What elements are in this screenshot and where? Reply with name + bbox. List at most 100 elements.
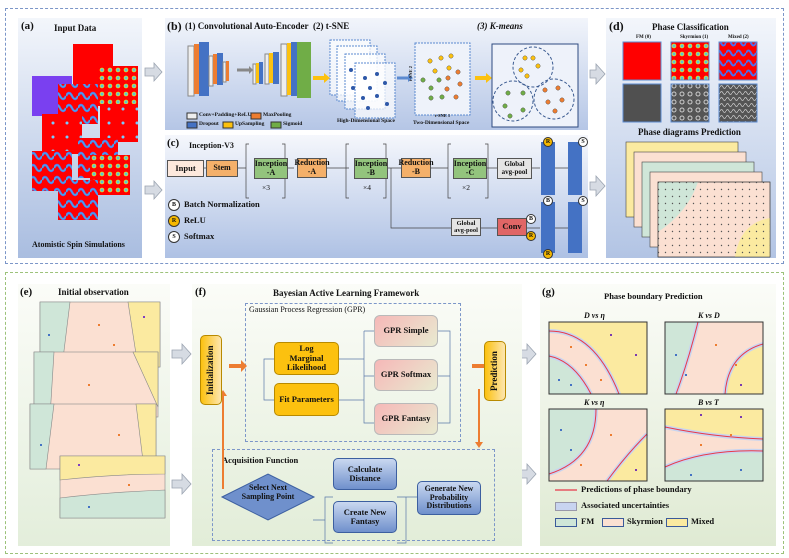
gpr-softmax-block: GPR Softmax — [374, 359, 438, 391]
legend-s-icon: S — [168, 231, 180, 243]
softmax-marker: S — [578, 137, 588, 147]
legend-dropout: Dropout — [199, 121, 219, 127]
panel-a: (a) Input Data Atomistic Spin Simulation… — [18, 18, 142, 258]
acquisition-group — [212, 449, 495, 541]
legend-skyrmion: Skyrmion — [627, 516, 663, 526]
legend-uncertainty-swatch — [555, 502, 577, 511]
panel-label: (a) — [21, 20, 34, 32]
block-reduction-a: Reduction -A — [294, 158, 330, 178]
class-fm: FM (0) — [636, 35, 651, 40]
panel-label: (f) — [195, 286, 206, 298]
axis-y-label: t-SNE 2 — [408, 66, 413, 82]
legend-fm-swatch — [555, 518, 577, 527]
repeat-x3: ×3 — [262, 183, 270, 192]
legend-maxpool: MaxPooling — [263, 112, 292, 118]
phase-diagrams-title: Phase diagrams Prediction — [638, 127, 741, 137]
create-new-fantasy-block: Create New Fantasy — [333, 501, 397, 533]
relu-marker: R — [543, 249, 553, 259]
two-dimensional-space — [414, 42, 471, 116]
relu-marker: R — [526, 231, 536, 241]
cae-tsne-kmeans-diagram — [186, 39, 579, 129]
class-mixed: Mixed (2) — [728, 35, 749, 40]
batchnorm-marker: B — [543, 196, 553, 206]
plot-k-vs-eta — [548, 408, 649, 483]
caption-high-dim: High-Dimensional Space — [337, 118, 395, 124]
legend-mixed: Mixed — [691, 516, 715, 526]
kmeans-clusters — [491, 43, 579, 128]
legend-relu: ReLU — [184, 215, 206, 225]
block-stem: Stem — [206, 160, 238, 177]
initial-observation-plates — [29, 301, 166, 519]
encoder-layers — [187, 42, 229, 97]
step-title-kmeans: (3) K-means — [477, 21, 523, 31]
block-global-avgpool: Global avg-pool — [497, 158, 532, 179]
framework-connectors — [219, 330, 490, 544]
legend-upsampling: UpSampling — [235, 121, 265, 127]
select-next-sampling-point: Select Next Sampling Point — [241, 483, 295, 501]
plot-title: D vs η — [584, 311, 605, 320]
dense-layer — [541, 142, 555, 195]
step-title-tsne: (2) t-SNE — [313, 21, 350, 31]
initialization-block: Initialization — [200, 335, 222, 405]
plot-title: K vs D — [698, 311, 720, 320]
plot-b-vs-t — [664, 408, 764, 482]
repeat-x2: ×2 — [462, 183, 470, 192]
block-reduction-b: Reduction -B — [398, 158, 434, 178]
gpr-title: Gaussian Process Regression (GPR) — [249, 305, 366, 314]
bottom-frame — [5, 272, 784, 554]
block-global-avgpool-aux: Global avg-pool — [451, 218, 481, 236]
legend-batchnorm: Batch Normalization — [184, 199, 260, 209]
panel-title: Phase boundary Prediction — [604, 291, 703, 301]
panel-title: Initial observation — [58, 287, 129, 297]
gpr-group — [245, 303, 461, 442]
panel-g: (g) Phase boundary Prediction D vs η K v… — [540, 284, 776, 546]
inception-connectors — [165, 135, 588, 229]
relu-marker: R — [543, 137, 553, 147]
legend-skyrmion-swatch — [602, 518, 624, 527]
log-marginal-likelihood-block: Log Marginal Likelihood — [274, 342, 339, 375]
high-dimensional-space — [329, 39, 396, 119]
high-dim-points — [349, 68, 389, 110]
legend-b-icon: B — [168, 199, 180, 211]
panel-c: (c) Inception-V3 Input Stem Inception -A… — [165, 135, 588, 259]
plot-title: B vs T — [698, 398, 719, 407]
legend-sigmoid: Sigmoid — [283, 121, 303, 127]
observation-plate — [59, 455, 166, 519]
calculate-distance-block: Calculate Distance — [333, 458, 397, 490]
acquisition-title: Acquisition Function — [222, 455, 299, 465]
top-frame — [5, 8, 784, 264]
gpr-fantasy-block: GPR Fantasy — [374, 403, 438, 435]
panel-label: (b) — [167, 19, 182, 33]
softmax-layer — [568, 142, 582, 195]
legend-conv: Conv+Padding+ReLU — [199, 112, 252, 118]
phase-diagram-stack — [625, 141, 771, 258]
panel-b: (b) (1) Convolutional Auto-Encoder (2) t… — [165, 18, 588, 130]
block-inception-b: Inception -B — [354, 158, 388, 179]
panel-label: (e) — [20, 286, 33, 298]
gpr-simple-block: GPR Simple — [374, 315, 438, 347]
plot-d-vs-eta — [548, 321, 648, 395]
panel-label: (g) — [542, 286, 555, 298]
axis-x-label: t-SNE 1 — [435, 113, 451, 118]
block-inception-a: Inception -A — [254, 158, 288, 179]
repeat-x4: ×4 — [363, 183, 371, 192]
legend-uncertainty: Associated uncertainties — [581, 500, 670, 510]
fit-parameters-block: Fit Parameters — [274, 383, 339, 416]
panel-title: Inception-V3 — [189, 141, 234, 150]
block-inception-c: Inception -C — [453, 158, 487, 179]
legend-fm: FM — [581, 516, 595, 526]
decoder-layers — [252, 42, 311, 98]
select-next-diamond — [220, 473, 316, 521]
block-conv: Conv — [497, 218, 527, 236]
plot-k-vs-d — [664, 321, 764, 395]
panel-title: Phase Classification — [652, 22, 729, 32]
block-input: Input — [167, 160, 204, 177]
class-skyrmion: Skyrmion (1) — [680, 35, 709, 40]
batchnorm-marker: B — [526, 214, 536, 224]
softmax-marker: S — [578, 196, 588, 206]
legend-mixed-swatch — [666, 518, 688, 527]
panel-f: (f) Bayesian Active Learning Framework G… — [192, 284, 522, 546]
prediction-block: Prediction — [484, 341, 506, 401]
softmax-layer-aux — [568, 202, 582, 253]
panel-label: (c) — [167, 137, 180, 149]
